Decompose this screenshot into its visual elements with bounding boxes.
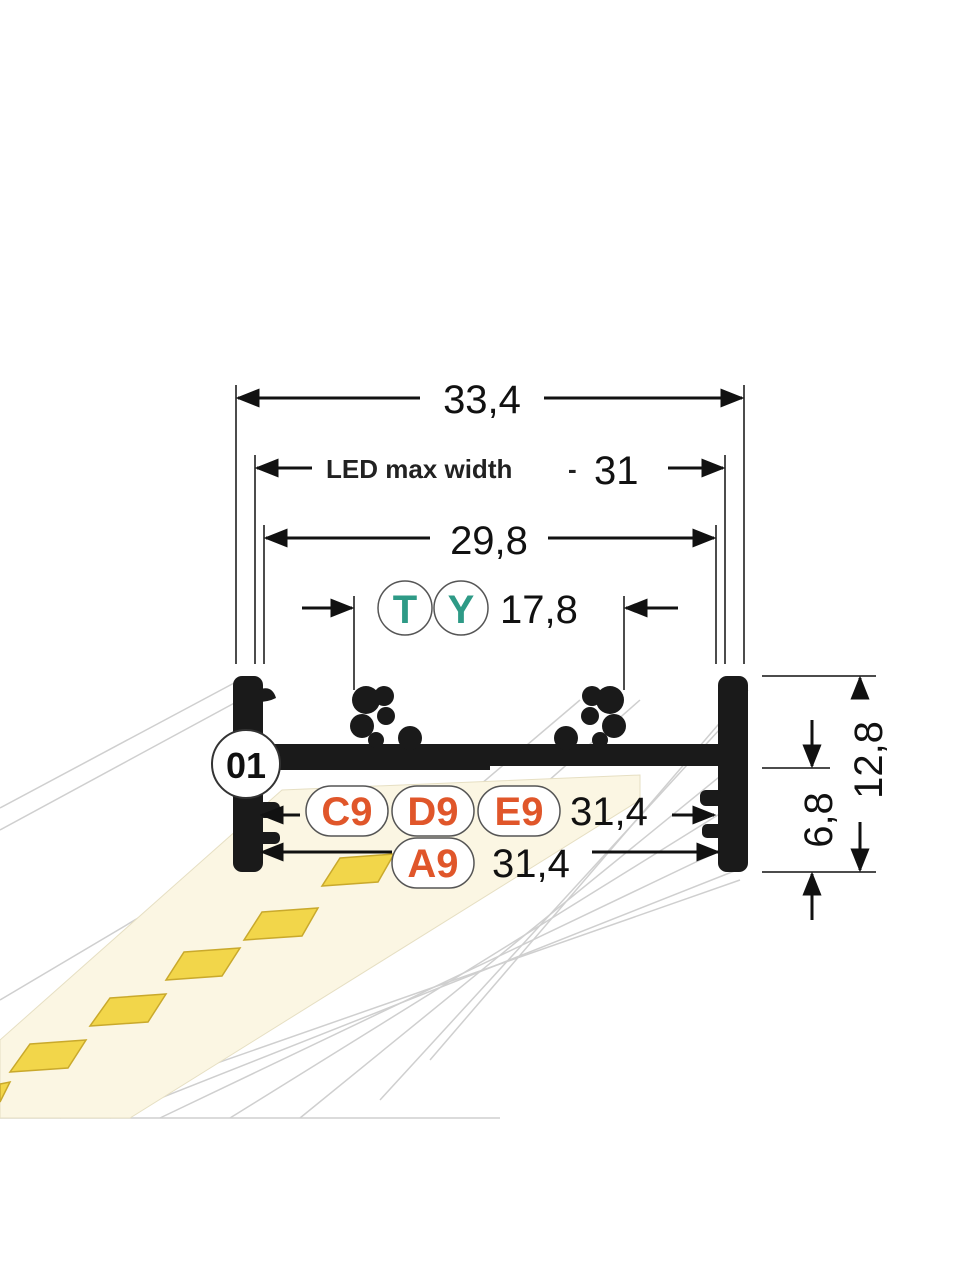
profile-number: 01	[211, 729, 281, 799]
led-chip	[320, 853, 396, 887]
profile-number-label: 01	[226, 745, 266, 786]
led-chip	[0, 1080, 12, 1103]
tag-e9: E9	[495, 790, 544, 834]
cde-width-label: 31,4	[570, 790, 648, 834]
inner-height-label: 6,8	[797, 792, 841, 848]
dim-outer-width: 33,4	[235, 378, 745, 664]
ty-width-label: 17,8	[500, 588, 578, 632]
dim-led-max-width: LED max width - 31	[254, 449, 726, 664]
outer-width-label: 33,4	[443, 378, 521, 422]
led-chips	[0, 853, 396, 1103]
tag-a9: A9	[407, 842, 458, 886]
tag-c9: C9	[321, 790, 372, 834]
dim-cde-width: C9 D9 E9 31,4	[259, 785, 717, 837]
tag-y: Y	[448, 588, 475, 632]
led-max-width-label: LED max width	[326, 454, 512, 484]
led-chip	[8, 1039, 88, 1073]
led-max-width-value: 31	[594, 449, 639, 493]
dim-heights: 12,8 6,8	[762, 675, 891, 920]
dim-a-width: A9 31,4	[259, 837, 721, 889]
a-width-label: 31,4	[492, 842, 570, 886]
dim-ty-width: T Y 17,8	[302, 580, 678, 690]
tag-d9: D9	[407, 790, 458, 834]
led-chip	[242, 907, 320, 941]
dim-inner-width: 29,8	[263, 519, 717, 664]
outer-height-label: 12,8	[847, 721, 891, 799]
inner-width-label: 29,8	[450, 519, 528, 563]
led-chip	[88, 993, 168, 1027]
led-max-width-sep: -	[568, 454, 577, 484]
tag-t: T	[393, 588, 417, 632]
led-chip	[164, 947, 242, 981]
led-strip	[0, 774, 641, 1119]
